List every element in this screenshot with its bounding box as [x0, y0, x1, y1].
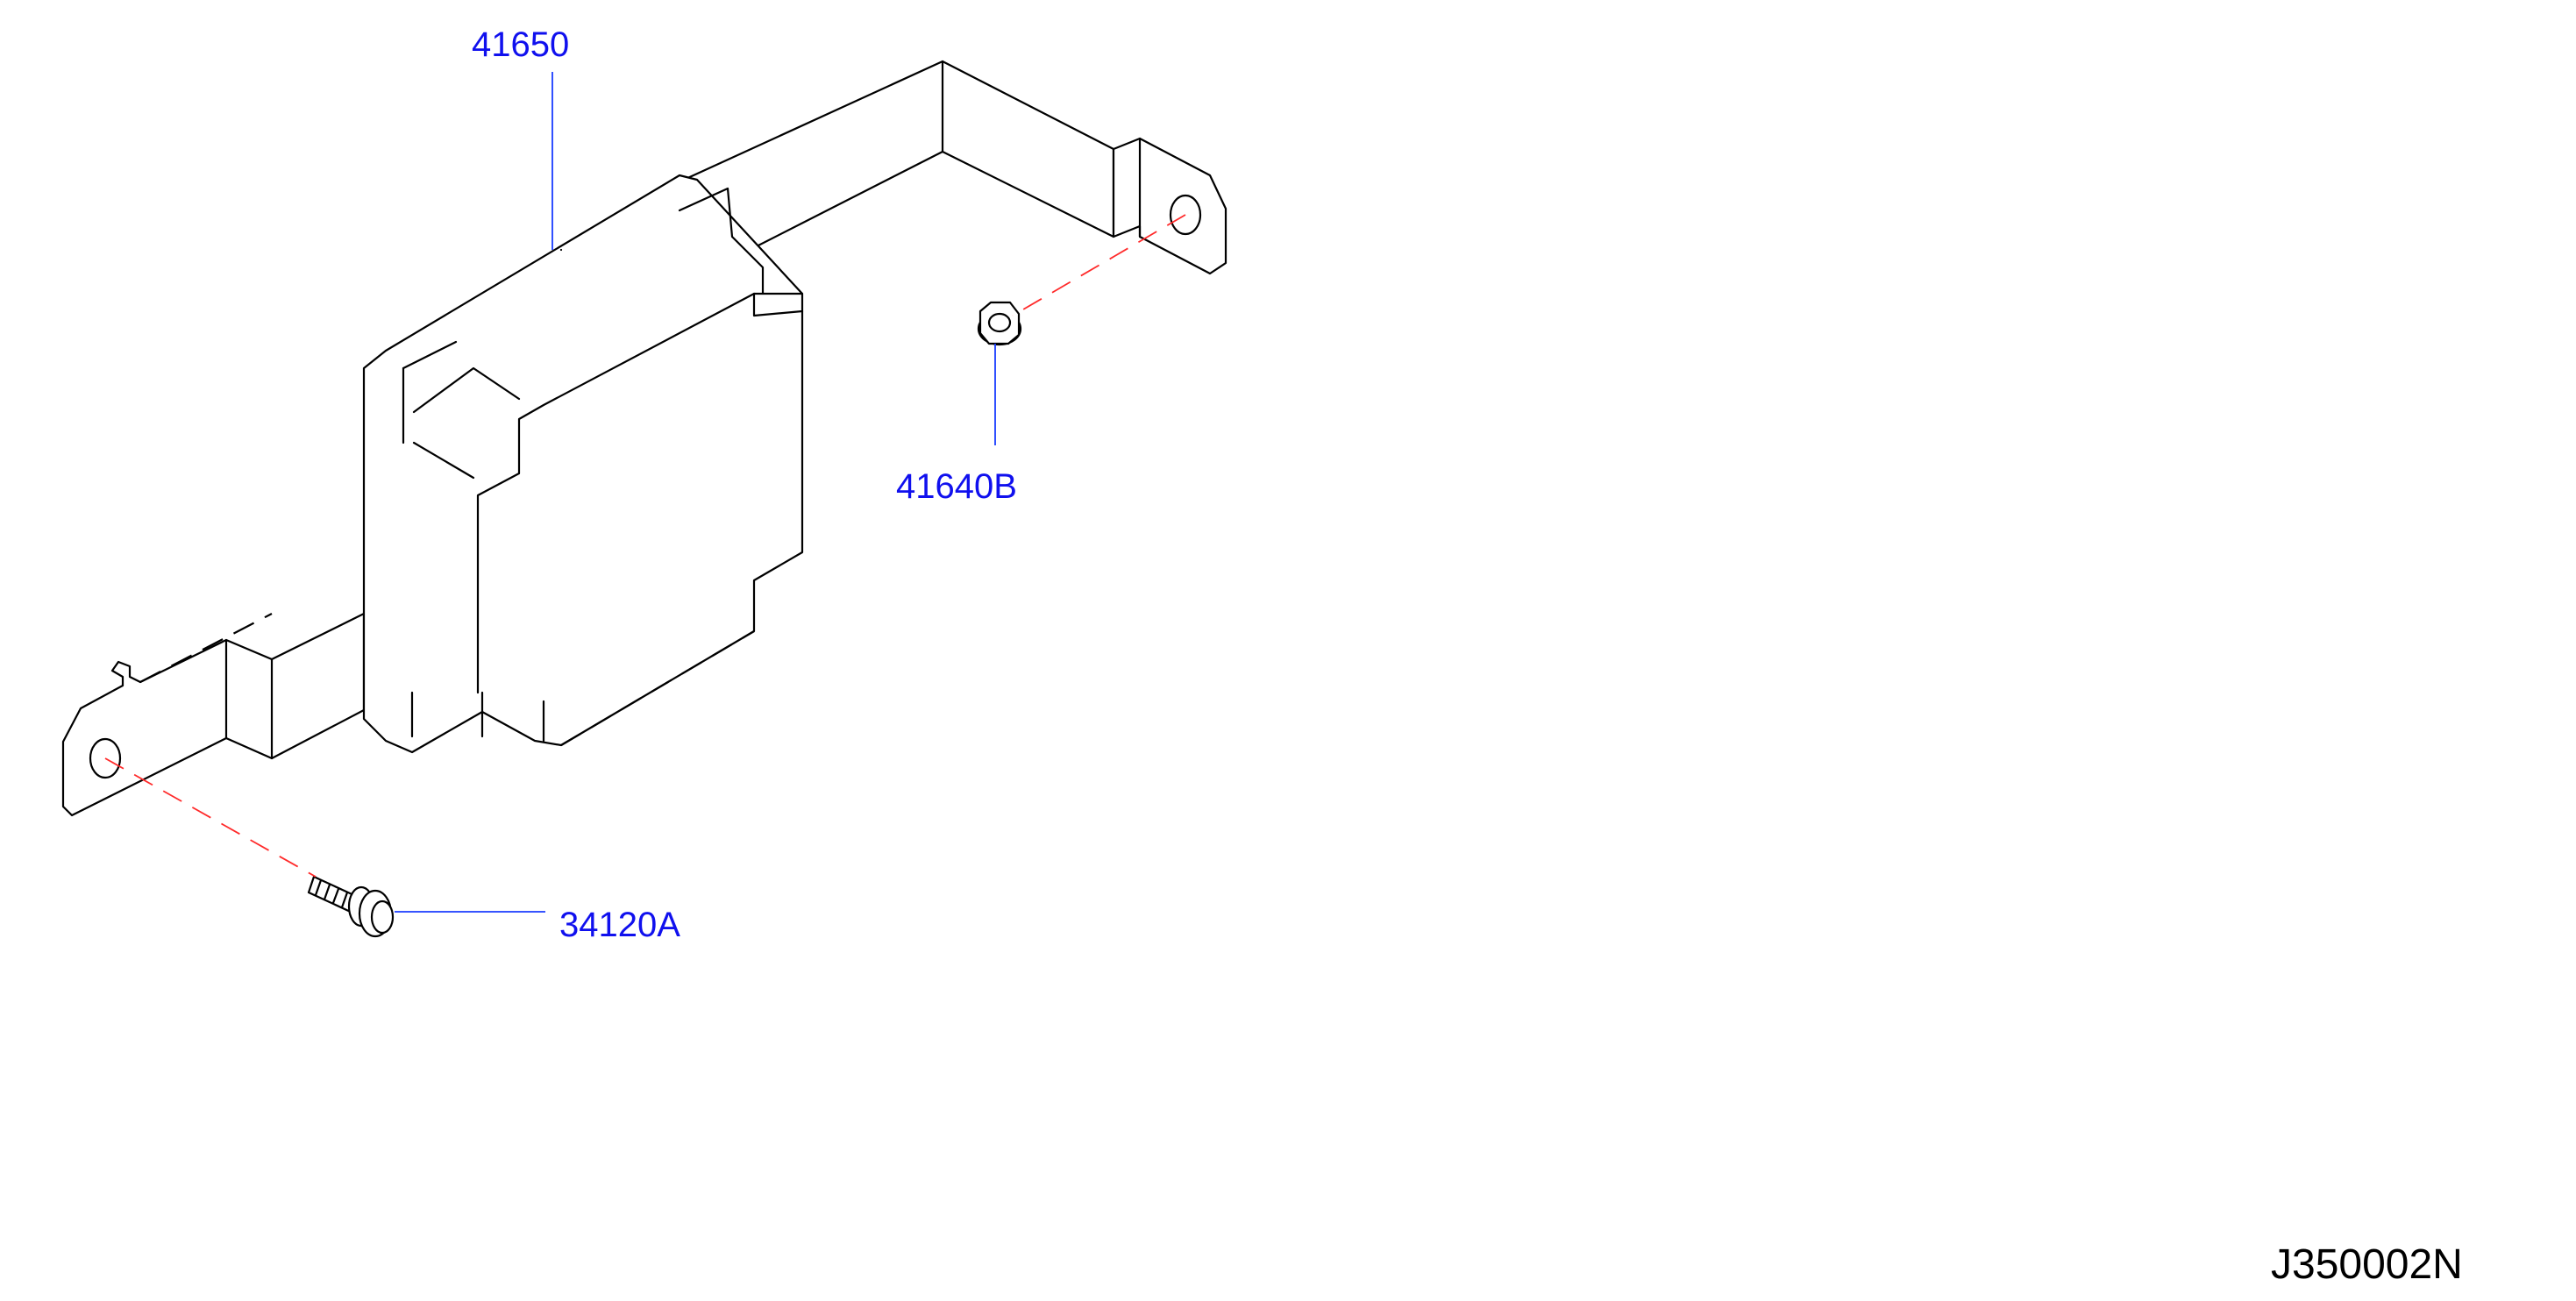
callout-41640b: 41640B [896, 467, 1017, 506]
control-unit [362, 174, 804, 754]
callout-41650: 41650 [472, 25, 569, 64]
callout-34120a: 34120A [559, 906, 680, 944]
control-unit-body [362, 174, 804, 754]
bracket-upper-top-face [682, 60, 1115, 252]
diagram-reference-code: J350002N [2271, 1241, 2463, 1288]
flange-nut [977, 301, 1022, 346]
axis-bolt-to-bracket [104, 757, 317, 878]
bracket-upper-flange [1112, 137, 1228, 275]
mounting-bracket [61, 60, 1228, 817]
axis-nut-to-bracket [1012, 214, 1186, 316]
flange-bolt [307, 875, 395, 938]
